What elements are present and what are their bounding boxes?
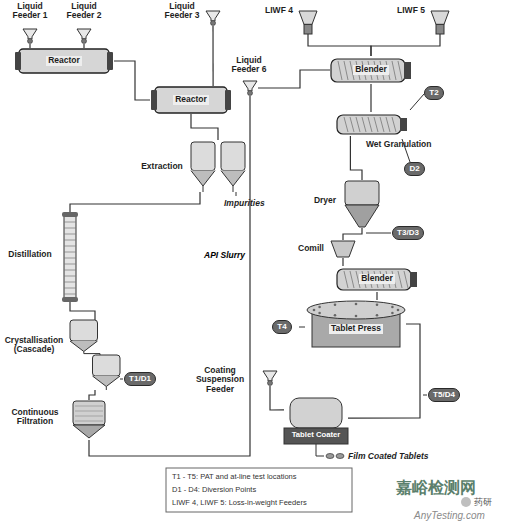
flow-line xyxy=(270,386,284,410)
outlet-label: Impurities xyxy=(224,198,265,208)
equipment-label: Blender xyxy=(359,274,395,283)
distillation-column: Distillation xyxy=(62,212,78,302)
tag-label: D2 xyxy=(409,165,419,174)
equipment-label: Dryer xyxy=(308,196,342,205)
flow-line xyxy=(350,136,362,180)
blender-unit: Blender xyxy=(336,266,418,292)
filter-unit-icon xyxy=(72,400,106,440)
loss-in-weight-feeder-icon xyxy=(430,10,450,34)
flow-line xyxy=(89,96,250,456)
extraction-unit-icon xyxy=(188,140,248,192)
filter-unit: Continuous Filtration xyxy=(72,400,106,440)
flow-line xyxy=(258,70,330,88)
dryer-unit: Dryer xyxy=(344,180,380,228)
flow-line xyxy=(212,26,213,86)
equipment-label: Liquid Feeder 1 xyxy=(8,2,52,21)
equipment-label: Comill xyxy=(294,244,328,253)
equipment-label: Reactor xyxy=(46,56,82,65)
flow-line xyxy=(308,34,371,56)
tag-label: T4 xyxy=(277,323,286,332)
liquid-feeder-icon xyxy=(22,28,38,44)
equipment-label: Continuous Filtration xyxy=(2,408,68,427)
liquid-feeder-icon xyxy=(76,28,92,44)
extraction-unit: Extraction xyxy=(188,140,248,192)
flow-line xyxy=(89,390,95,400)
equipment-label: Coating Suspension Feeder xyxy=(194,366,246,394)
liquid-feeder: Liquid Feeder 3 xyxy=(205,10,221,26)
watermark: 嘉峪检测网 xyxy=(396,478,476,499)
reactor-vessel: Reactor xyxy=(150,86,232,114)
equipment-label: Reactor xyxy=(173,95,209,104)
distillation-column-icon xyxy=(62,212,78,302)
flow-line xyxy=(371,34,440,56)
equipment-label: Liquid Feeder 2 xyxy=(62,2,106,21)
test-point-tag: T1/D1 xyxy=(124,372,156,386)
loss-in-weight-feeder: LIWF 5 xyxy=(430,10,450,34)
equipment-label: LIWF 5 xyxy=(394,6,428,15)
flow-line xyxy=(29,44,30,48)
legend-text: LIWF 4, LIWF 5: Loss-in-weight Feeders xyxy=(172,498,307,507)
watermark: AnyTesting.com xyxy=(414,510,485,521)
crystalliser: Crystallisation (Cascade) xyxy=(70,320,120,390)
crystalliser-icon xyxy=(70,320,120,390)
test-point-tag: T4 xyxy=(272,320,292,334)
flow-line xyxy=(191,114,218,140)
stream-label: API Slurry xyxy=(204,250,245,260)
blender-unit: Blender xyxy=(330,56,412,84)
legend-text: T1 - T5: PAT and at-line test locations xyxy=(172,472,297,481)
legend-text: D1 - D4: Diversion Points xyxy=(172,485,256,494)
tag-label: T1/D1 xyxy=(129,375,151,384)
comill-unit-icon xyxy=(330,240,356,258)
equipment-label: Liquid Feeder 3 xyxy=(160,2,204,21)
watermark: 药研 xyxy=(474,496,492,509)
flow-line xyxy=(114,61,150,100)
loss-in-weight-feeder-icon xyxy=(298,10,318,34)
liquid-feeder-icon xyxy=(242,80,258,96)
liquid-feeder: Liquid Feeder 6 xyxy=(242,80,258,96)
granulator-unit: Wet Granulation xyxy=(336,112,408,136)
test-point-tag: T3/D3 xyxy=(392,226,424,240)
granulator-unit-icon xyxy=(336,112,408,136)
test-point-tag: T5/D4 xyxy=(428,388,460,402)
test-point-tag: T2 xyxy=(424,86,444,100)
wechat-icon xyxy=(461,497,471,507)
equipment-label: Liquid Feeder 6 xyxy=(222,56,276,75)
tablet-press: Tablet Press xyxy=(306,300,406,348)
equipment-label: Distillation xyxy=(2,250,58,259)
flow-line xyxy=(70,192,200,212)
reactor-vessel: Reactor xyxy=(14,48,114,74)
equipment-label: Blender xyxy=(353,65,389,74)
equipment-label: Extraction xyxy=(138,162,186,171)
flow-line xyxy=(343,228,362,240)
legend-box xyxy=(166,468,352,512)
comill-unit: Comill xyxy=(330,240,356,258)
liquid-feeder-icon xyxy=(205,10,221,26)
liquid-feeder: Liquid Feeder 2 xyxy=(76,28,92,44)
equipment-label: LIWF 4 xyxy=(262,6,296,15)
tag-label: T3/D3 xyxy=(397,229,419,238)
tag-label: T2 xyxy=(429,89,438,98)
flow-line xyxy=(83,44,84,48)
equipment-label: Wet Granulation xyxy=(366,140,446,149)
flow-line xyxy=(70,302,95,320)
equipment-label: Tablet Coater xyxy=(284,431,348,439)
flow-line xyxy=(376,292,377,300)
tablets-icon xyxy=(326,454,344,459)
product-label: Film Coated Tablets xyxy=(348,451,428,461)
flow-line xyxy=(370,84,371,112)
liquid-feeder: Liquid Feeder 1 xyxy=(22,28,38,44)
loss-in-weight-feeder: LIWF 4 xyxy=(298,10,318,34)
equipment-label: Tablet Press xyxy=(329,324,383,333)
liquid-feeder-icon xyxy=(262,370,278,386)
liquid-feeder: Coating Suspension Feeder xyxy=(262,370,278,386)
tag-label: T5/D4 xyxy=(433,391,455,400)
dryer-unit-icon xyxy=(344,180,380,228)
equipment-label: Crystallisation (Cascade) xyxy=(2,336,66,355)
flow-line xyxy=(342,258,343,266)
tablet-coater: Tablet Coater xyxy=(284,396,348,444)
test-point-tag: D2 xyxy=(404,162,425,176)
